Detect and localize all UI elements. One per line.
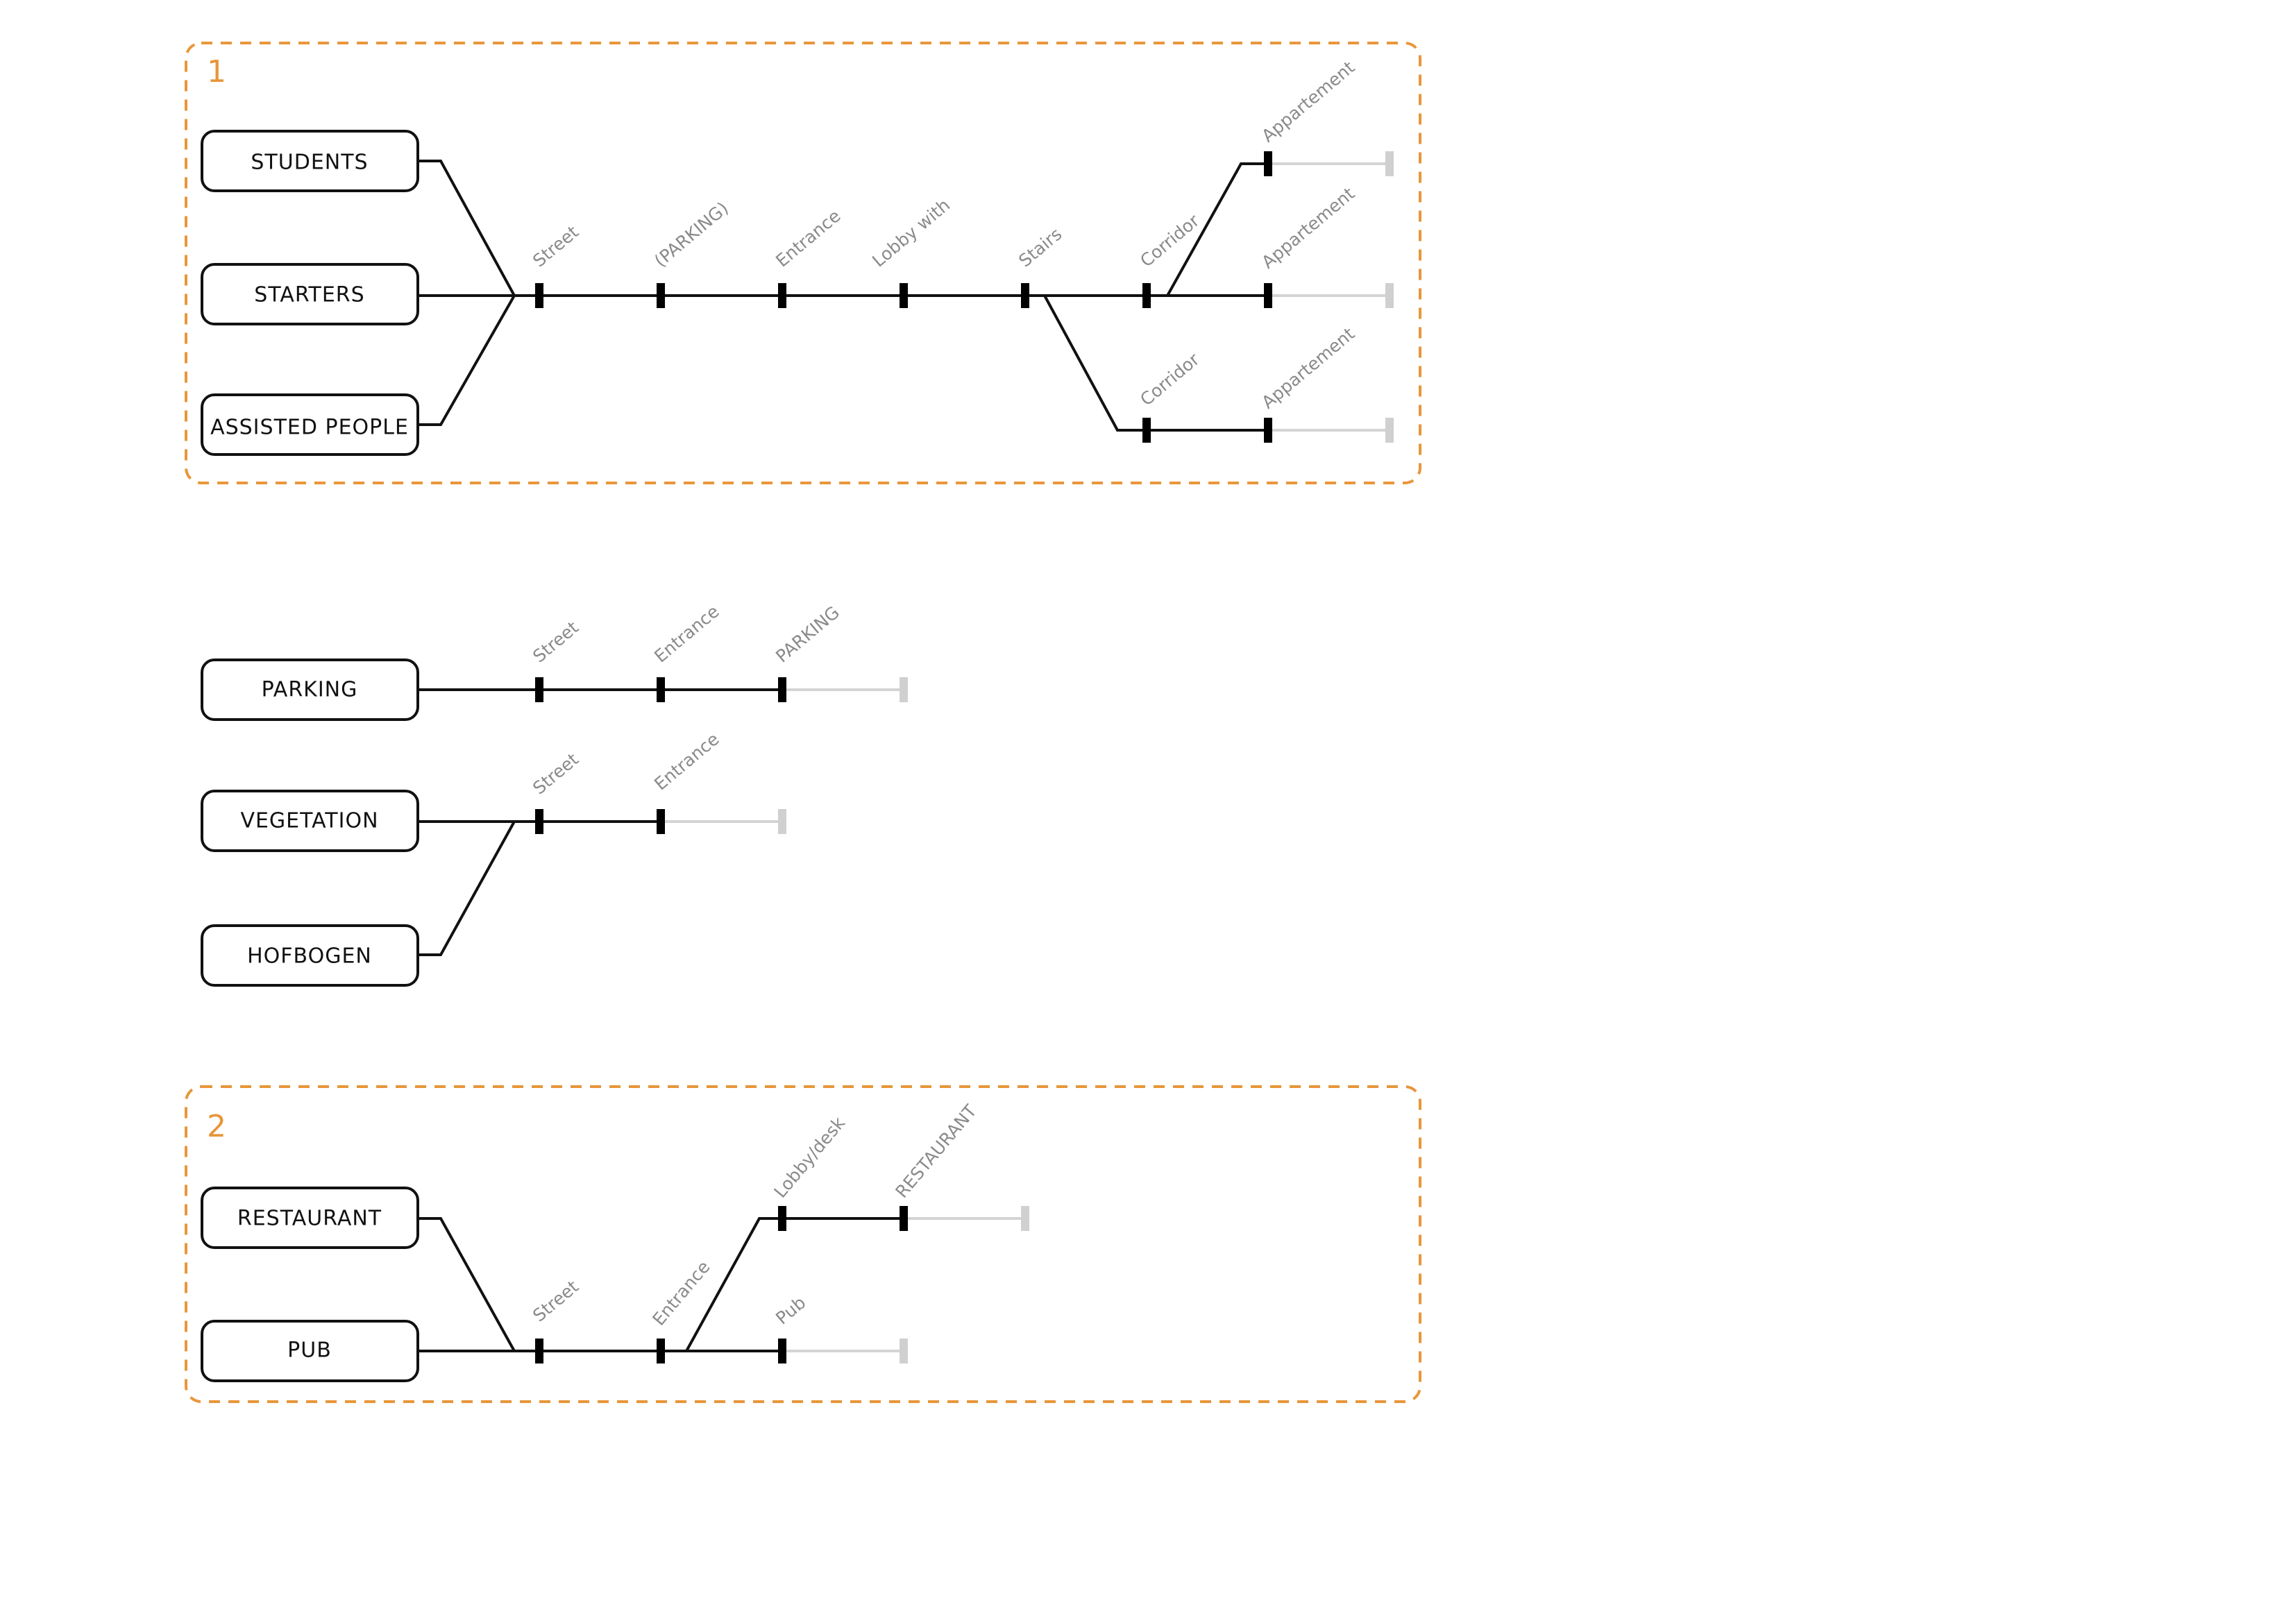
tick-faint-d1-2: [1385, 283, 1394, 308]
edge-corridor-branch: [1166, 162, 1265, 296]
tick-d4-street: [535, 1339, 543, 1363]
tick-d4-lobby-desk: [778, 1206, 786, 1231]
edge-restaurant-merge: [418, 1217, 516, 1352]
node-assisted-people-label: ASSISTED PEOPLE: [210, 416, 409, 440]
tick-d1-app-2: [1264, 283, 1272, 308]
node-restaurant-label: RESTAURANT: [237, 1207, 382, 1231]
node-hofbogen[interactable]: HOFBOGEN: [201, 924, 419, 987]
node-vegetation[interactable]: VEGETATION: [201, 790, 419, 852]
tick-faint-d4-2: [900, 1339, 908, 1363]
node-pub-label: PUB: [287, 1339, 332, 1363]
node-hofbogen-label: HOFBOGEN: [247, 944, 372, 969]
node-students-label: STUDENTS: [251, 151, 368, 175]
node-starters-label: STARTERS: [254, 283, 364, 307]
tick-d3-entrance: [657, 809, 665, 834]
edge-lobby-branch: [685, 1217, 900, 1352]
node-students[interactable]: STUDENTS: [201, 130, 419, 192]
node-parking[interactable]: PARKING: [201, 658, 419, 721]
tick-d1-lobby: [900, 283, 908, 308]
step-label-d1-entrance: Entrance: [772, 205, 844, 271]
tick-d4-restaurant: [900, 1206, 908, 1231]
group-2-frame: [185, 1085, 1421, 1403]
tick-d4-entrance: [657, 1339, 665, 1363]
tick-d1-stairs: [1021, 283, 1029, 308]
step-label-d1-parking: (PARKING): [650, 198, 732, 271]
node-parking-label: PARKING: [262, 678, 358, 702]
edge-assisted-merge: [418, 295, 516, 426]
step-label-d2-entrance: Entrance: [650, 601, 723, 666]
step-label-d1-app-2: Appartement: [1258, 183, 1358, 272]
tick-d3-street: [535, 809, 543, 834]
step-label-d1-stairs: Stairs: [1015, 224, 1065, 271]
step-label-d2-parking: PARKING: [772, 602, 843, 667]
tick-d1-app-3: [1264, 418, 1272, 443]
step-label-d1-app-1: Appartement: [1258, 57, 1358, 146]
step-label-d1-app-3: Appartement: [1258, 323, 1358, 412]
tick-d1-app-1: [1264, 151, 1272, 176]
step-label-d1-corridor-top: Corridor: [1136, 210, 1204, 271]
step-label-d4-lobby-desk: Lobby/desk: [770, 1113, 849, 1202]
edge-students-merge: [418, 160, 516, 296]
group-2-number: 2: [207, 1109, 226, 1144]
group-1-frame: [185, 42, 1421, 484]
step-label-d4-pub: Pub: [772, 1293, 809, 1329]
tick-faint-d2: [900, 677, 908, 702]
step-label-d3-entrance: Entrance: [650, 729, 723, 794]
tick-d2-street: [535, 677, 543, 702]
node-starters[interactable]: STARTERS: [201, 263, 419, 325]
step-label-d4-street: Street: [529, 1276, 582, 1325]
node-restaurant[interactable]: RESTAURANT: [201, 1187, 419, 1249]
tick-d1-corridor-bottom: [1142, 418, 1151, 443]
tick-d1-corridor-top: [1142, 283, 1151, 308]
tick-d2-parking: [778, 677, 786, 702]
tick-d4-pub: [778, 1339, 786, 1363]
tick-faint-d1-3: [1385, 418, 1394, 443]
step-label-d1-lobby: Lobby with: [868, 195, 954, 271]
step-label-d1-street: Street: [529, 221, 582, 271]
step-label-d4-restaurant: RESTAURANT: [891, 1101, 981, 1202]
step-label-d3-street: Street: [529, 749, 582, 798]
tick-d1-entrance: [778, 283, 786, 308]
node-vegetation-label: VEGETATION: [240, 809, 378, 833]
tick-d1-street: [535, 283, 543, 308]
node-assisted-people[interactable]: ASSISTED PEOPLE: [201, 393, 419, 456]
tick-d1-parking: [657, 283, 665, 308]
group-1-number: 1: [207, 54, 226, 90]
step-label-d2-street: Street: [529, 617, 582, 666]
tick-d2-entrance: [657, 677, 665, 702]
tick-faint-d3: [778, 809, 786, 834]
tick-faint-d1-1: [1385, 151, 1394, 176]
tick-faint-d4-1: [1021, 1206, 1029, 1231]
step-label-d1-corridor-bottom: Corridor: [1136, 349, 1204, 410]
edge-hofbogen-merge: [418, 821, 516, 956]
node-pub[interactable]: PUB: [201, 1320, 419, 1382]
edge-stairs-branch: [1043, 295, 1265, 432]
